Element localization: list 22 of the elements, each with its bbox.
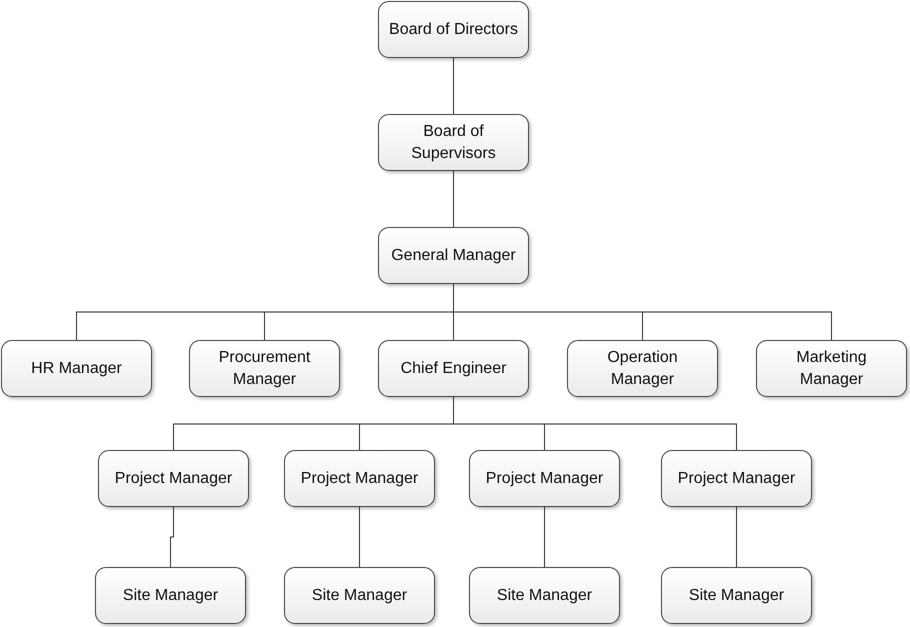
org-box: Project Manager: [284, 450, 435, 507]
org-box: HR Manager: [1, 340, 152, 397]
connector-line: [736, 506, 737, 568]
org-box: Project Manager: [98, 450, 249, 507]
org-box: Site Manager: [661, 567, 812, 624]
org-box: Project Manager: [661, 450, 812, 507]
org-box: Operation Manager: [567, 340, 718, 397]
org-box: Marketing Manager: [756, 340, 907, 397]
org-box: Site Manager: [284, 567, 435, 624]
connector-line: [453, 58, 454, 114]
org-box: Chief Engineer: [378, 340, 529, 397]
org-box: Site Manager: [469, 567, 620, 624]
org-box: General Manager: [378, 227, 529, 284]
org-box: Board of Directors: [378, 1, 529, 58]
connector-line: [453, 170, 454, 228]
org-box: Procurement Manager: [189, 340, 340, 397]
org-box: Site Manager: [95, 567, 246, 624]
connector-line: [359, 506, 360, 568]
connector-line: [544, 506, 545, 568]
org-box: Project Manager: [469, 450, 620, 507]
org-box: Board of Supervisors: [378, 114, 529, 171]
connector-line: [170, 506, 174, 568]
